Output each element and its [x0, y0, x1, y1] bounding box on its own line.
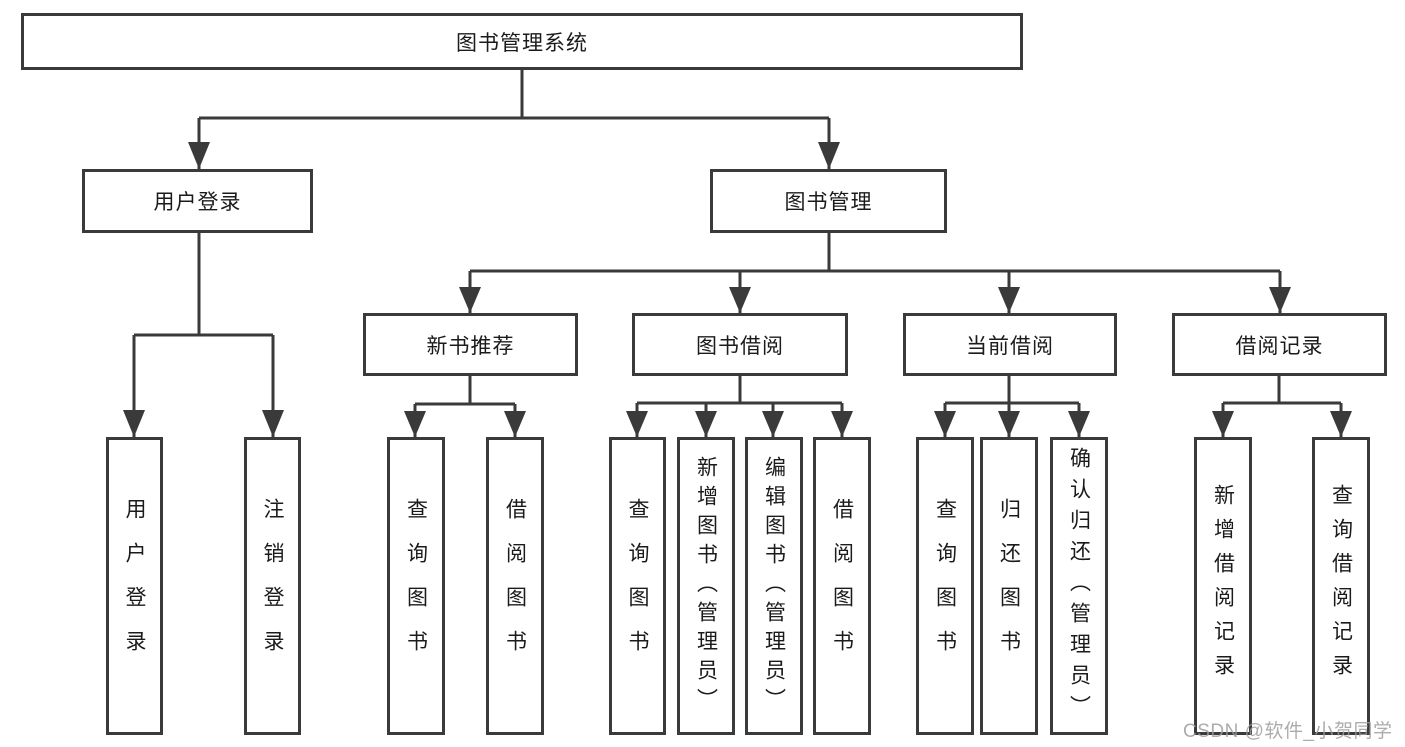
arrowheads-bookborrow-children [626, 411, 853, 437]
leaf-query-books-current: 查询图书 [916, 437, 974, 735]
leaf-return-book: 归还图书 [980, 437, 1038, 735]
leaf-return-book-label: 归还图书 [997, 498, 1021, 674]
leaf-borrow-books-borrowing: 借阅图书 [813, 437, 871, 735]
node-new-book-recommend: 新书推荐 [363, 313, 578, 376]
node-book-management: 图书管理 [710, 169, 947, 233]
leaf-query-books-recommend-label: 查询图书 [404, 498, 428, 674]
node-user-login: 用户登录 [82, 169, 313, 233]
leaf-query-books-current-label: 查询图书 [933, 498, 957, 674]
leaf-query-borrow-record-label: 查询借阅记录 [1329, 484, 1353, 688]
csdn-watermark: CSDN @软件_小贺同学 [1183, 721, 1393, 742]
leaf-add-book-admin: 新增图书（管理员） [677, 437, 735, 735]
leaf-borrow-books-borrowing-label: 借阅图书 [830, 498, 854, 674]
leaf-logout: 注销登录 [244, 437, 301, 735]
connector-book-mgmt-to-level3 [468, 233, 1282, 313]
leaf-borrow-books-recommend: 借阅图书 [486, 437, 544, 735]
leaf-borrow-books-recommend-label: 借阅图书 [503, 498, 527, 674]
leaf-user-login: 用户登录 [106, 437, 163, 735]
leaf-edit-book-admin-label: 编辑图书（管理员） [762, 455, 786, 717]
connector-bookborrow-children [635, 376, 844, 437]
leaf-confirm-return-admin: 确认归还（管理员） [1050, 437, 1108, 735]
node-root-label: 图书管理系统 [456, 31, 588, 55]
node-user-login-label: 用户登录 [153, 191, 242, 214]
connector-root-to-level2 [197, 70, 831, 169]
leaf-query-borrow-record: 查询借阅记录 [1312, 437, 1370, 735]
node-book-borrowing-label: 图书借阅 [696, 334, 784, 358]
arrowheads-currentborrow-children [934, 411, 1090, 437]
arrowheads-level2 [188, 142, 840, 169]
leaf-add-book-admin-label: 新增图书（管理员） [694, 455, 718, 717]
node-book-borrowing: 图书借阅 [632, 313, 848, 376]
leaf-query-books-borrowing: 查询图书 [609, 437, 666, 735]
connector-newbook-children [413, 376, 517, 437]
arrowheads-records-children [1212, 411, 1352, 437]
leaf-query-books-recommend: 查询图书 [387, 437, 445, 735]
connector-user-login-children [132, 233, 275, 437]
connector-records-children [1221, 376, 1343, 437]
arrowheads-user-login-children [123, 410, 284, 437]
node-root-library-system: 图书管理系统 [21, 13, 1023, 70]
arrowheads-level3 [459, 287, 1291, 313]
node-new-book-recommend-label: 新书推荐 [426, 334, 515, 358]
node-borrowing-records-label: 借阅记录 [1235, 334, 1324, 358]
leaf-add-borrow-record-label: 新增借阅记录 [1211, 484, 1235, 688]
node-book-management-label: 图书管理 [784, 191, 873, 214]
arrowheads-newbook-children [404, 411, 526, 437]
leaf-logout-label: 注销登录 [261, 498, 284, 674]
leaf-edit-book-admin: 编辑图书（管理员） [745, 437, 803, 735]
leaf-add-borrow-record: 新增借阅记录 [1194, 437, 1252, 735]
node-current-borrowing: 当前借阅 [903, 313, 1117, 376]
leaf-query-books-borrowing-label: 查询图书 [626, 498, 649, 674]
leaf-confirm-return-admin-label: 确认归还（管理员） [1067, 446, 1091, 726]
node-borrowing-records: 借阅记录 [1172, 313, 1387, 376]
leaf-user-login-label: 用户登录 [123, 498, 146, 674]
node-current-borrowing-label: 当前借阅 [966, 334, 1054, 358]
